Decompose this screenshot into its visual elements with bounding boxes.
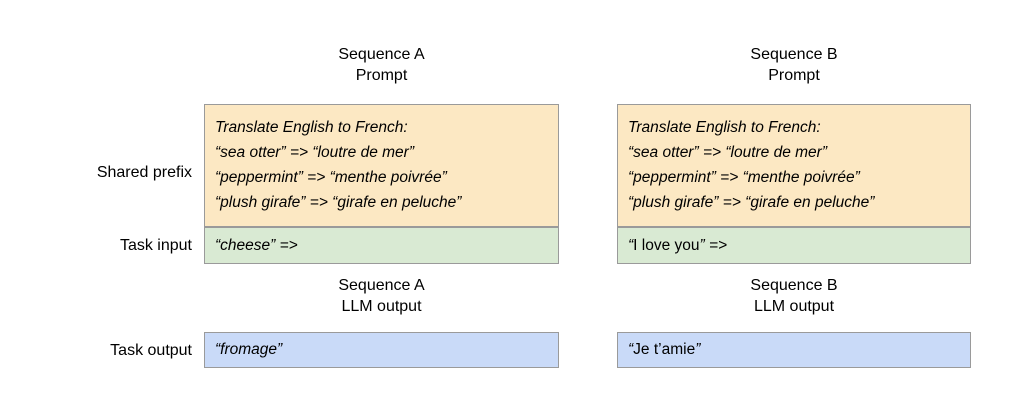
- task-input-box-sequence-a: “cheese” =>: [204, 227, 559, 264]
- shared-prefix-line: “sea otter” => “loutre de mer”: [215, 144, 414, 161]
- arrow-glyph: =>: [275, 236, 298, 254]
- row-label-task-output: Task output: [110, 342, 192, 359]
- column-header-line-1: Sequence B: [750, 277, 838, 294]
- shared-prefix-box-sequence-a: Translate English to French: “sea otter”…: [204, 104, 559, 227]
- row-label-shared-prefix: Shared prefix: [96, 164, 192, 181]
- open-quote: “: [628, 341, 634, 358]
- column-header-line-1: Sequence A: [338, 46, 425, 63]
- task-output-text: “Je t’amie”: [628, 340, 700, 360]
- column-header-sequence-b-llm-output: Sequence B LLM output: [617, 275, 971, 317]
- column-header-line-2: LLM output: [341, 298, 422, 315]
- shared-prefix-line: Translate English to French:: [215, 119, 408, 136]
- task-output-box-sequence-b: “Je t’amie”: [617, 332, 971, 368]
- shared-prefix-line: “peppermint” => “menthe poivrée”: [628, 169, 860, 186]
- shared-prefix-box-sequence-b: Translate English to French: “sea otter”…: [617, 104, 971, 227]
- open-quote: “: [628, 236, 634, 254]
- column-header-line-2: LLM output: [753, 298, 835, 315]
- task-input-box-sequence-b: “I love you” =>: [617, 227, 971, 264]
- close-quote: ”: [270, 236, 276, 254]
- shared-prefix-line: “plush girafe” => “girafe en peluche”: [628, 194, 875, 211]
- open-quote: “: [215, 341, 221, 358]
- column-header-sequence-a-prompt: Sequence A Prompt: [204, 44, 559, 86]
- column-header-sequence-b-prompt: Sequence B Prompt: [617, 44, 971, 86]
- close-quote: ”: [277, 341, 283, 358]
- column-header-line-1: Sequence B: [750, 46, 838, 63]
- task-output-text: “fromage”: [215, 340, 282, 360]
- open-quote: “: [215, 236, 221, 254]
- close-quote: ”: [699, 236, 705, 254]
- shared-prefix-line: “sea otter” => “loutre de mer”: [628, 144, 827, 161]
- task-output-box-sequence-a: “fromage”: [204, 332, 559, 368]
- column-header-line-2: Prompt: [355, 67, 408, 84]
- shared-prefix-line: “peppermint” => “menthe poivrée”: [215, 169, 447, 186]
- task-output-value: fromage: [220, 341, 278, 358]
- task-input-text: “cheese” =>: [215, 236, 298, 256]
- task-input-value: I love you: [633, 236, 700, 254]
- task-output-value: Je t’amie: [633, 341, 696, 358]
- column-header-line-1: Sequence A: [338, 277, 425, 294]
- row-label-task-input: Task input: [119, 237, 192, 254]
- shared-prefix-line: “plush girafe” => “girafe en peluche”: [215, 194, 462, 211]
- arrow-glyph: =>: [704, 236, 728, 254]
- task-input-value: cheese: [220, 236, 271, 254]
- shared-prefix-line: Translate English to French:: [628, 119, 821, 136]
- task-input-text: “I love you” =>: [628, 236, 727, 256]
- column-header-line-2: Prompt: [768, 67, 820, 84]
- close-quote: ”: [695, 341, 701, 358]
- column-header-sequence-a-llm-output: Sequence A LLM output: [204, 275, 559, 317]
